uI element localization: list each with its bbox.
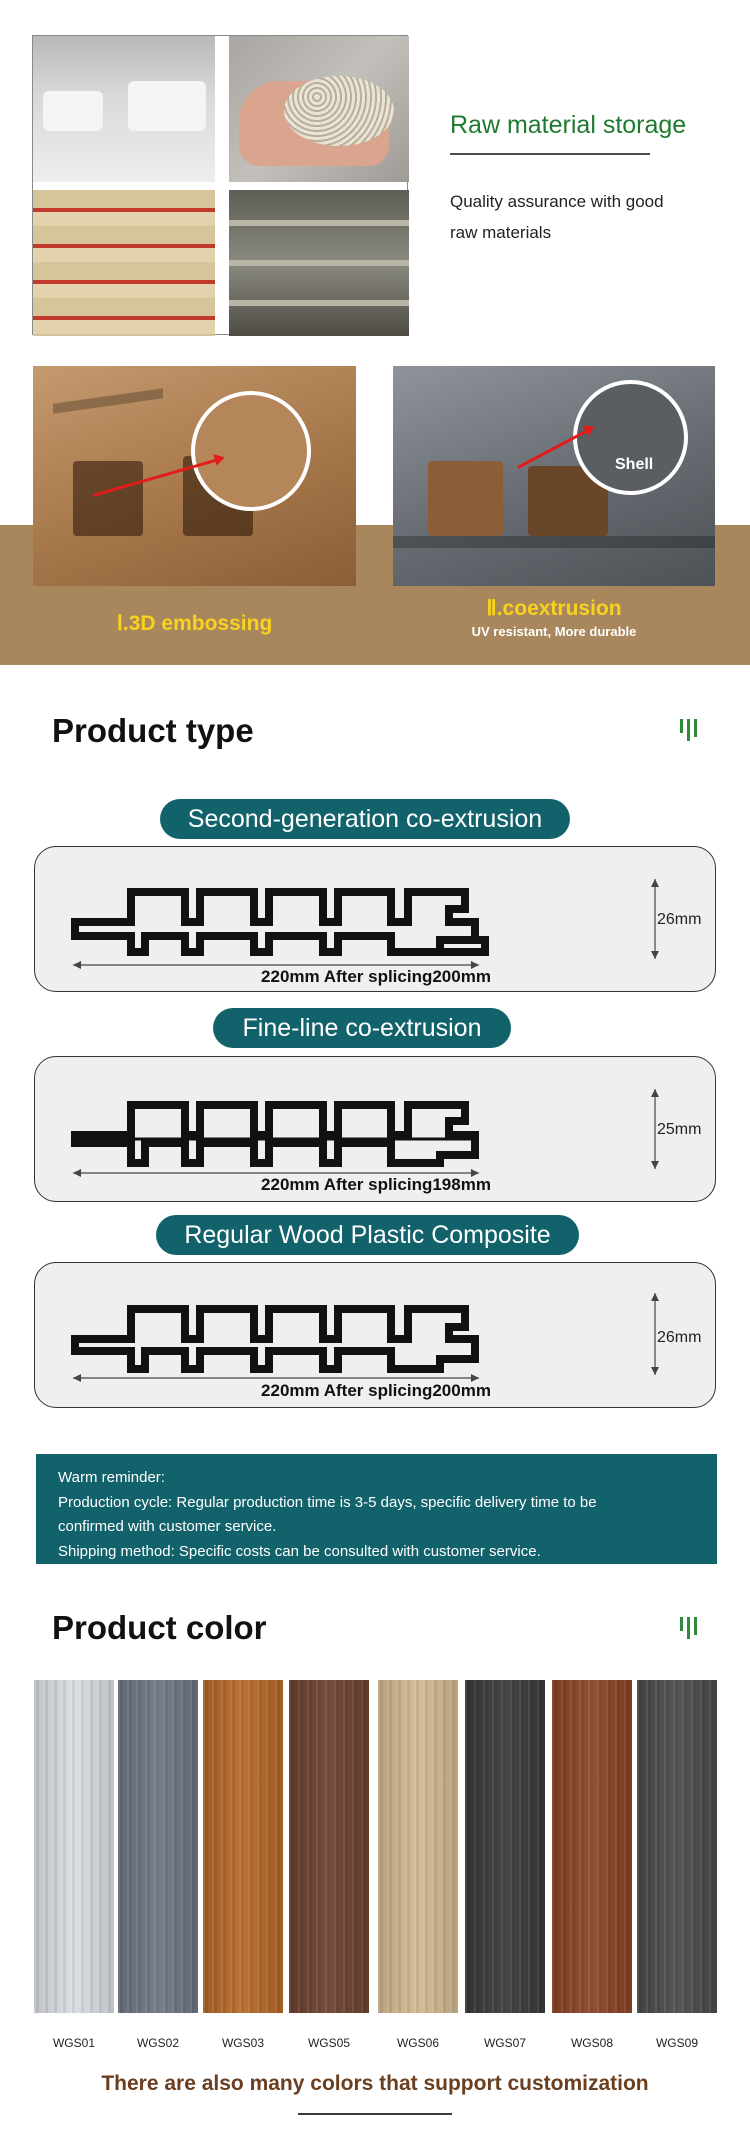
swatch-code: WGS01 (52, 2036, 95, 2050)
type-pill-fine-line: Fine-line co-extrusion (213, 1008, 511, 1048)
color-swatch-wgs02 (118, 1680, 198, 2013)
profile-diagram-fine-line: 220mm After splicing198mm 25mm (34, 1056, 716, 1202)
type-pill-regular-wpc: Regular Wood Plastic Composite (156, 1215, 579, 1255)
reminder-line: Shipping method: Specific costs can be c… (58, 1542, 541, 1560)
swatch-code: WGS09 (655, 2036, 698, 2050)
material-sacks-photo (33, 190, 215, 336)
color-swatch-wgs09 (637, 1680, 717, 2013)
coextrusion-label: Ⅱ.coextrusion (486, 597, 622, 620)
color-swatch-wgs05 (289, 1680, 369, 2013)
embossing-label: Ⅰ.3D embossing (116, 612, 273, 635)
product-type-title: Product type (52, 712, 254, 749)
swatch-code: WGS02 (136, 2036, 179, 2050)
pellets-in-hand-photo (229, 36, 409, 182)
raw-material-title: Raw material storage (450, 111, 687, 139)
coextrusion-subtitle: UV resistant, More durable (471, 624, 637, 639)
section-mark-icon (680, 1617, 698, 1639)
description-line: Quality assurance with good (450, 192, 664, 211)
profile-cross-section (71, 1089, 659, 1177)
height-dimension-label: 25mm (657, 1121, 702, 1138)
profile-diagram-regular-wpc: 220mm After splicing200mm 26mm (34, 1262, 716, 1408)
swatch-code: WGS06 (396, 2036, 439, 2050)
profile-diagram-second-generation: 220mm After splicing200mm 26mm (34, 846, 716, 992)
coextrusion-profile-photo: Shell (393, 366, 715, 586)
width-dimension-label: 220mm After splicing200mm (261, 1381, 491, 1400)
section-mark-icon (680, 719, 698, 741)
warehouse-photo (33, 36, 215, 182)
embossing-profile-photo (33, 366, 356, 586)
swatch-code: WGS05 (307, 2036, 350, 2050)
swatch-code: WGS08 (570, 2036, 613, 2050)
color-swatch-wgs06 (378, 1680, 458, 2013)
reminder-line: confirmed with customer service. (58, 1518, 277, 1535)
shell-label: Shell (615, 456, 654, 473)
title-underline (450, 153, 650, 155)
color-swatch-wgs07 (465, 1680, 545, 2013)
color-swatch-wgs01 (34, 1680, 114, 2013)
width-dimension-label: 220mm After splicing200mm (261, 967, 491, 986)
reminder-heading: Warm reminder: (58, 1469, 165, 1486)
swatch-code: WGS03 (221, 2036, 264, 2050)
raw-material-photo-grid (32, 35, 409, 336)
profile-cross-section (71, 879, 659, 969)
customization-note: There are also many colors that support … (101, 2072, 649, 2095)
warm-reminder-box: Warm reminder: Production cycle: Regular… (36, 1454, 717, 1564)
color-swatch-wgs03 (203, 1680, 283, 2013)
profile-cross-section (71, 1293, 659, 1382)
width-dimension-label: 220mm After splicing198mm (261, 1175, 491, 1194)
product-color-title: Product color (52, 1609, 267, 1646)
reminder-line: Production cycle: Regular production tim… (58, 1493, 597, 1511)
production-line-photo (229, 190, 409, 336)
height-dimension-label: 26mm (657, 911, 702, 928)
color-swatch-wgs08 (552, 1680, 632, 2013)
type-pill-second-generation: Second-generation co-extrusion (160, 799, 570, 839)
raw-material-description: Quality assurance with good raw material… (450, 186, 710, 248)
height-dimension-label: 26mm (657, 1329, 702, 1346)
swatch-code: WGS07 (483, 2036, 526, 2050)
description-line: raw materials (450, 223, 552, 242)
note-underline (298, 2113, 452, 2115)
